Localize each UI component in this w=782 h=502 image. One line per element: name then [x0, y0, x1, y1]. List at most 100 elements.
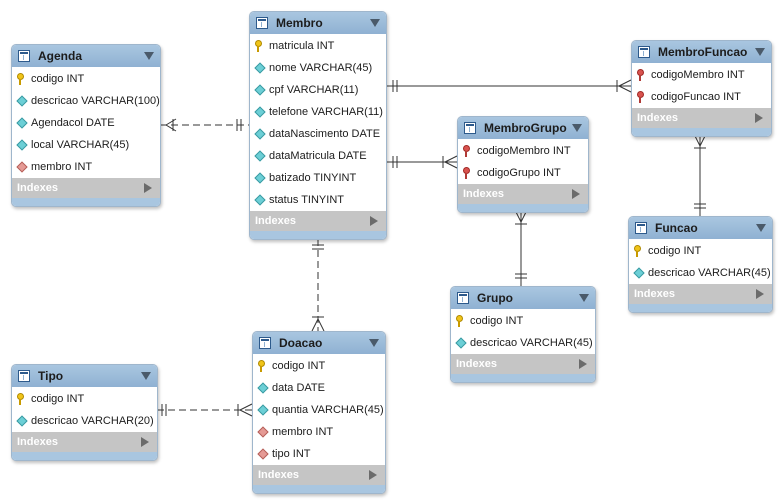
column-row[interactable]: dataNascimento DATE: [250, 123, 386, 145]
collapse-arrow-icon[interactable]: [144, 52, 154, 60]
table-doacao[interactable]: Doacao codigo INT data DATE quantia VARC…: [252, 331, 386, 494]
column-row[interactable]: codigo INT: [12, 68, 160, 90]
column-list: codigo INT descricao VARCHAR(20): [12, 387, 157, 432]
column-row[interactable]: codigoMembro INT: [632, 64, 771, 86]
indexes-section[interactable]: Indexes: [253, 465, 385, 485]
indexes-section[interactable]: Indexes: [632, 108, 771, 128]
column-list: codigo INT descricao VARCHAR(45): [451, 309, 595, 354]
attribute-icon: [257, 404, 269, 416]
expand-arrow-icon[interactable]: [756, 289, 764, 299]
table-header[interactable]: MembroFuncao: [632, 41, 771, 63]
expand-arrow-icon[interactable]: [141, 437, 149, 447]
indexes-section[interactable]: Indexes: [629, 284, 772, 304]
expand-arrow-icon[interactable]: [579, 359, 587, 369]
relationship-membrogrupo-grupo[interactable]: [514, 209, 528, 286]
indexes-section[interactable]: Indexes: [12, 178, 160, 198]
column-row[interactable]: codigo INT: [12, 388, 157, 410]
attribute-icon: [16, 95, 28, 107]
collapse-arrow-icon[interactable]: [369, 339, 379, 347]
attribute-icon: [16, 139, 28, 151]
indexes-section[interactable]: Indexes: [458, 184, 588, 204]
table-title: Tipo: [38, 369, 64, 383]
column-row[interactable]: codigoGrupo INT: [458, 162, 588, 184]
relationship-membro-membrogrupo[interactable]: [386, 155, 458, 169]
column-row[interactable]: dataMatricula DATE: [250, 145, 386, 167]
column-row[interactable]: batizado TINYINT: [250, 167, 386, 189]
expand-arrow-icon[interactable]: [755, 113, 763, 123]
column-row[interactable]: descricao VARCHAR(100): [12, 90, 160, 112]
column-row[interactable]: matricula INT: [250, 35, 386, 57]
column-row[interactable]: descricao VARCHAR(45): [629, 262, 772, 284]
column-row[interactable]: codigo INT: [629, 240, 772, 262]
table-header[interactable]: MembroGrupo: [458, 117, 588, 139]
expand-arrow-icon[interactable]: [572, 189, 580, 199]
column-row[interactable]: descricao VARCHAR(45): [451, 332, 595, 354]
column-row[interactable]: tipo INT: [253, 443, 385, 465]
table-header[interactable]: Tipo: [12, 365, 157, 387]
collapse-arrow-icon[interactable]: [755, 48, 765, 56]
column-row[interactable]: telefone VARCHAR(11): [250, 101, 386, 123]
indexes-section[interactable]: Indexes: [250, 211, 386, 231]
column-row[interactable]: status TINYINT: [250, 189, 386, 211]
collapse-arrow-icon[interactable]: [370, 19, 380, 27]
collapse-arrow-icon[interactable]: [756, 224, 766, 232]
table-membrogrupo[interactable]: MembroGrupo codigoMembro INT codigoGrupo…: [457, 116, 589, 213]
table-icon: [635, 222, 647, 234]
relationship-tipo-doacao[interactable]: [157, 403, 253, 417]
relationship-membro-membrofuncao[interactable]: [386, 79, 632, 93]
indexes-label: Indexes: [255, 215, 296, 227]
column-row[interactable]: Agendacol DATE: [12, 112, 160, 134]
primary-key-icon: [456, 314, 463, 327]
table-header[interactable]: Funcao: [629, 217, 772, 239]
primary-key-icon: [17, 392, 24, 405]
column-row[interactable]: nome VARCHAR(45): [250, 57, 386, 79]
column-label: batizado TINYINT: [269, 172, 357, 184]
column-row[interactable]: codigo INT: [451, 310, 595, 332]
foreign-attribute-icon: [257, 426, 269, 438]
column-label: codigoMembro INT: [651, 69, 745, 81]
collapse-arrow-icon[interactable]: [141, 372, 151, 380]
column-row[interactable]: quantia VARCHAR(45): [253, 399, 385, 421]
table-header[interactable]: Membro: [250, 12, 386, 34]
column-label: dataMatricula DATE: [269, 150, 367, 162]
table-header[interactable]: Agenda: [12, 45, 160, 67]
column-row[interactable]: codigo INT: [253, 355, 385, 377]
table-funcao[interactable]: Funcao codigo INT descricao VARCHAR(45) …: [628, 216, 773, 313]
column-row[interactable]: cpf VARCHAR(11): [250, 79, 386, 101]
table-grupo[interactable]: Grupo codigo INT descricao VARCHAR(45) I…: [450, 286, 596, 383]
table-tipo[interactable]: Tipo codigo INT descricao VARCHAR(20) In…: [11, 364, 158, 461]
collapse-arrow-icon[interactable]: [572, 124, 582, 132]
relationship-membrofuncao-funcao[interactable]: [693, 133, 707, 216]
expand-arrow-icon[interactable]: [370, 216, 378, 226]
expand-arrow-icon[interactable]: [369, 470, 377, 480]
column-row[interactable]: codigoMembro INT: [458, 140, 588, 162]
column-label: codigo INT: [31, 73, 85, 85]
table-footer: [12, 198, 160, 206]
attribute-icon: [633, 267, 645, 279]
relationship-membro-doacao[interactable]: [311, 239, 325, 332]
column-row[interactable]: local VARCHAR(45): [12, 134, 160, 156]
column-row[interactable]: codigoFuncao INT: [632, 86, 771, 108]
table-icon: [18, 50, 30, 62]
table-footer: [250, 231, 386, 239]
table-agenda[interactable]: Agenda codigo INT descricao VARCHAR(100)…: [11, 44, 161, 207]
column-row[interactable]: membro INT: [12, 156, 160, 178]
column-label: descricao VARCHAR(100): [31, 95, 160, 107]
table-header[interactable]: Grupo: [451, 287, 595, 309]
column-label: cpf VARCHAR(11): [269, 84, 359, 96]
table-footer: [632, 128, 771, 136]
column-label: codigo INT: [648, 245, 702, 257]
table-membro[interactable]: Membro matricula INT nome VARCHAR(45) cp…: [249, 11, 387, 240]
column-row[interactable]: descricao VARCHAR(20): [12, 410, 157, 432]
collapse-arrow-icon[interactable]: [579, 294, 589, 302]
column-label: membro INT: [272, 426, 334, 438]
table-header[interactable]: Doacao: [253, 332, 385, 354]
expand-arrow-icon[interactable]: [144, 183, 152, 193]
relationship-agenda-membro[interactable]: [160, 118, 249, 132]
indexes-section[interactable]: Indexes: [12, 432, 157, 452]
column-row[interactable]: data DATE: [253, 377, 385, 399]
column-row[interactable]: membro INT: [253, 421, 385, 443]
table-membrofuncao[interactable]: MembroFuncao codigoMembro INT codigoFunc…: [631, 40, 772, 137]
indexes-section[interactable]: Indexes: [451, 354, 595, 374]
column-label: matricula INT: [269, 40, 335, 52]
